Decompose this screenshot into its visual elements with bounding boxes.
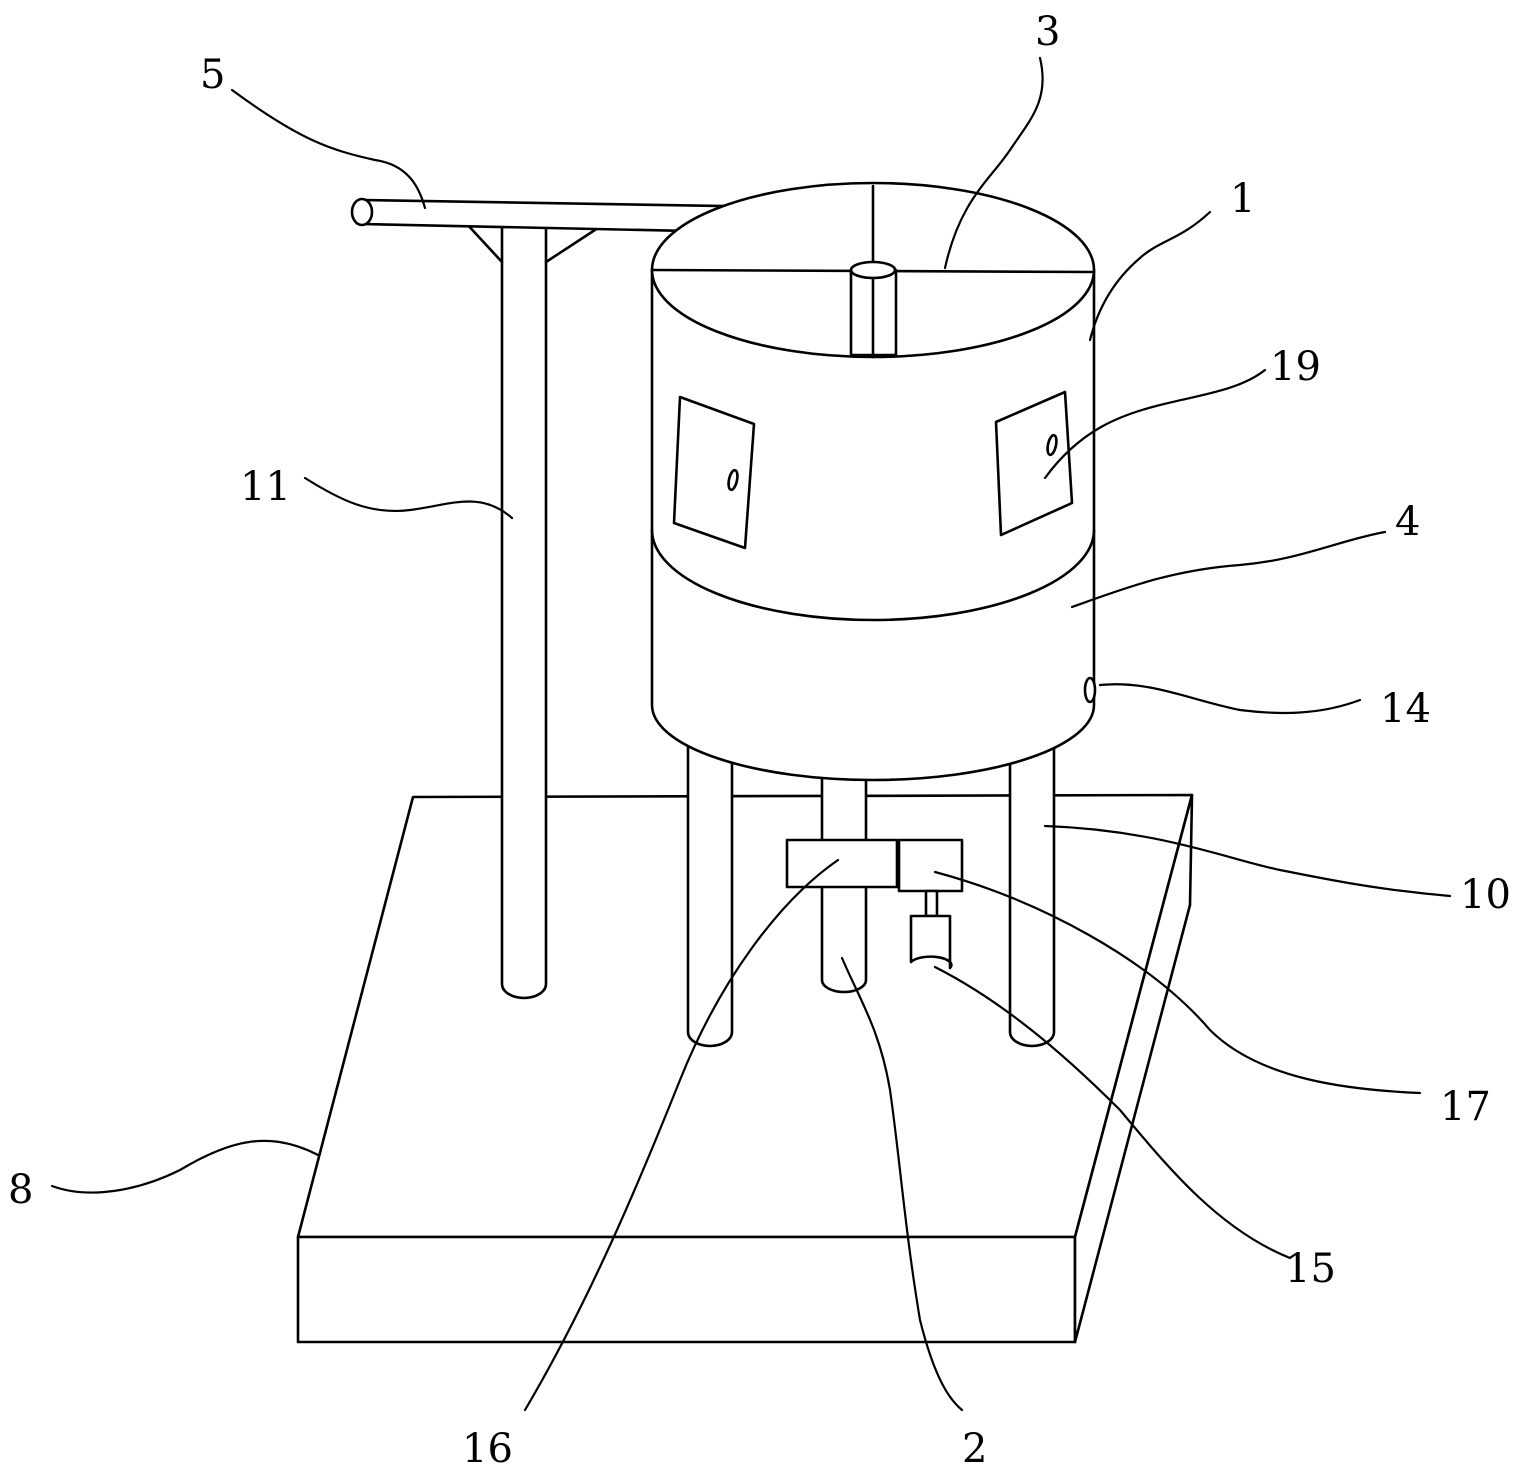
label-11: 11 [240, 464, 291, 510]
label-5: 5 [200, 52, 225, 98]
label-8: 8 [8, 1167, 33, 1213]
part-labels: 5 3 1 19 11 4 14 10 17 8 15 16 2 [8, 9, 1511, 1472]
label-2: 2 [962, 1426, 987, 1472]
label-1: 1 [1230, 176, 1255, 222]
base-plate [296, 793, 1194, 1344]
label-14: 14 [1380, 686, 1431, 732]
support-pillar [463, 220, 603, 1000]
label-15: 15 [1285, 1246, 1336, 1292]
label-19: 19 [1270, 344, 1321, 390]
label-4: 4 [1395, 499, 1420, 545]
label-3: 3 [1035, 9, 1060, 55]
tank-legs [686, 733, 1056, 1048]
tank-body [650, 181, 1096, 782]
label-10: 10 [1460, 872, 1511, 918]
label-17: 17 [1440, 1084, 1491, 1130]
label-16: 16 [462, 1426, 513, 1472]
observation-windows [672, 390, 1074, 550]
leader-lines [50, 56, 1452, 1412]
side-outlet [1083, 676, 1097, 704]
valve-assembly [785, 838, 964, 970]
